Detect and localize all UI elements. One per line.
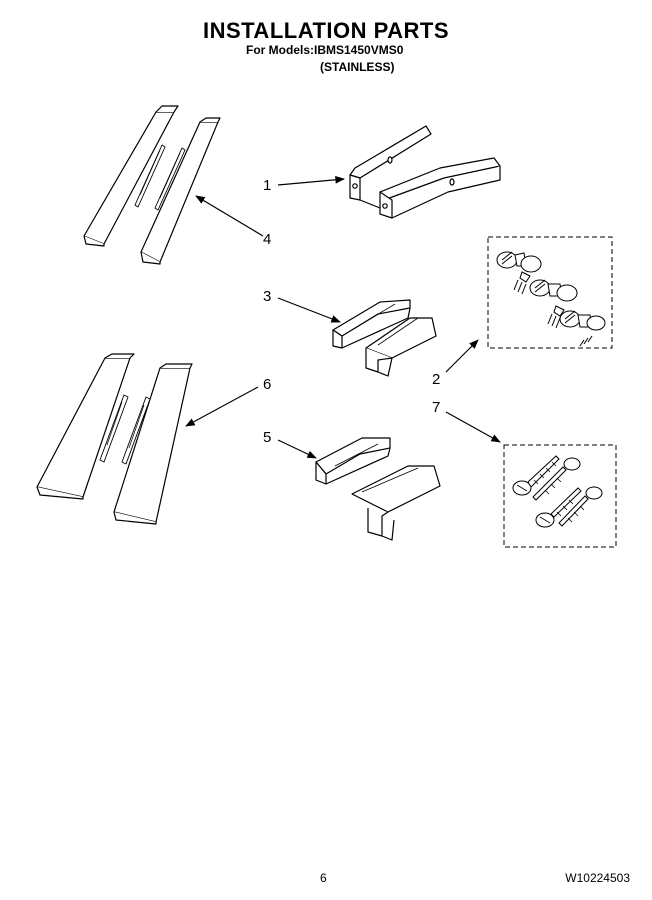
screw-box-short [487,236,613,349]
trim-bar-pair-upper [83,105,221,265]
trim-bar-pair-lower [36,353,193,525]
short-screw-icon [496,251,606,331]
models-line: For Models:IBMS1450VMS0 [246,43,404,57]
leader-arrow-7 [445,411,501,443]
leader-arrow-5 [277,439,317,459]
callout-3: 3 [263,288,272,305]
callout-5: 5 [263,429,272,446]
leader-arrows [185,175,501,459]
document-code: W10224503 [565,871,630,885]
callout-7: 7 [432,399,441,416]
u-bracket [349,125,501,219]
page-title: INSTALLATION PARTS [202,18,450,43]
leader-arrow-2 [445,339,479,373]
callout-6: 6 [263,376,272,393]
callout-1: 1 [263,177,272,194]
variant-label: (STAINLESS) [320,60,395,74]
leader-arrow-6 [185,386,259,427]
leader-arrow-3 [277,297,341,323]
leader-arrow-4 [195,195,264,237]
callout-4: 4 [263,231,272,248]
bracket-set-large [315,437,441,541]
screw-box-long [503,444,617,548]
long-screw-icon [512,455,603,528]
bracket-set-small [332,299,437,377]
leader-arrow-1 [277,175,345,186]
page-number: 6 [320,871,327,885]
callout-2: 2 [432,371,441,388]
